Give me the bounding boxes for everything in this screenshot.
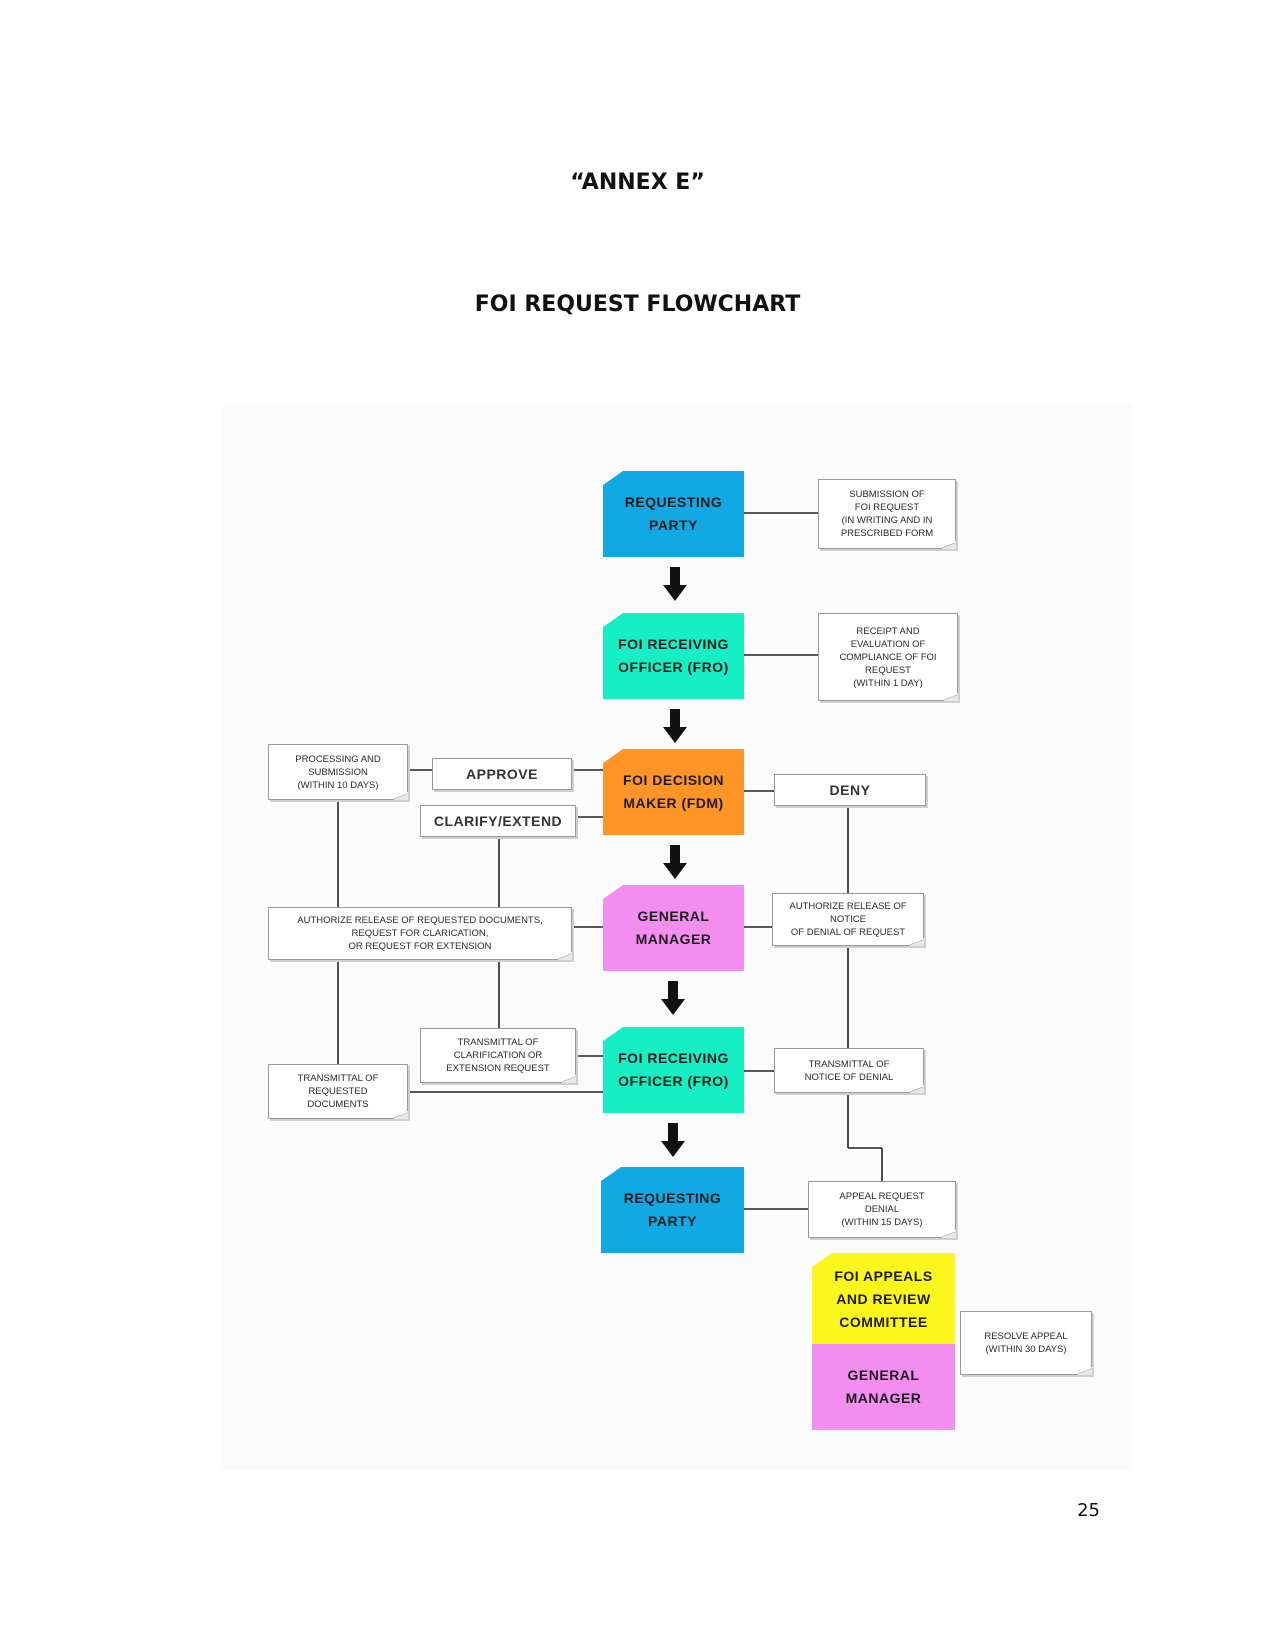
page-number: 25 <box>1077 1500 1100 1521</box>
general-manager-box: GENERAL MANAGER <box>603 885 744 971</box>
requesting-party-box: REQUESTING PARTY <box>603 471 744 557</box>
appeal-note: APPEAL REQUEST DENIAL (WITHIN 15 DAYS) <box>808 1181 956 1238</box>
transmittal-documents-note: TRANSMITTAL OF REQUESTED DOCUMENTS <box>268 1064 408 1119</box>
general-manager-box-2: GENERAL MANAGER <box>812 1344 955 1430</box>
annex-heading: “ANNEX E” <box>570 170 705 195</box>
processing-note: PROCESSING AND SUBMISSION (WITHIN 10 DAY… <box>268 744 408 800</box>
foi-decision-maker-box: FOI DECISION MAKER (FDM) <box>603 749 744 835</box>
appeals-committee-box: FOI APPEALS AND REVIEW COMMITTEE <box>812 1253 955 1346</box>
page-title: FOI REQUEST FLOWCHART <box>474 292 801 317</box>
authorize-denial-note: AUTHORIZE RELEASE OF NOTICE OF DENIAL OF… <box>772 893 924 946</box>
down-arrow-icon <box>663 709 687 745</box>
down-arrow-icon <box>661 1123 685 1159</box>
requesting-party-box-2: REQUESTING PARTY <box>601 1167 744 1253</box>
clarify-extend-label: CLARIFY/EXTEND <box>420 805 576 837</box>
receipt-note: RECEIPT AND EVALUATION OF COMPLIANCE OF … <box>818 613 958 701</box>
transmittal-clarification-note: TRANSMITTAL OF CLARIFICATION OR EXTENSIO… <box>420 1028 576 1083</box>
submission-note: SUBMISSION OF FOI REQUEST (IN WRITING AN… <box>818 479 956 549</box>
resolve-appeal-note: RESOLVE APPEAL (WITHIN 30 DAYS) <box>960 1311 1092 1375</box>
deny-label: DENY <box>774 774 926 806</box>
down-arrow-icon <box>663 567 687 603</box>
transmittal-denial-note: TRANSMITTAL OF NOTICE OF DENIAL <box>774 1048 924 1093</box>
foi-receiving-officer-box: FOI RECEIVING OFFICER (FRO) <box>603 613 744 699</box>
foi-receiving-officer-box-2: FOI RECEIVING OFFICER (FRO) <box>603 1027 744 1113</box>
down-arrow-icon <box>663 845 687 881</box>
approve-label: APPROVE <box>432 758 572 790</box>
down-arrow-icon <box>661 981 685 1017</box>
authorize-release-note: AUTHORIZE RELEASE OF REQUESTED DOCUMENTS… <box>268 907 572 960</box>
